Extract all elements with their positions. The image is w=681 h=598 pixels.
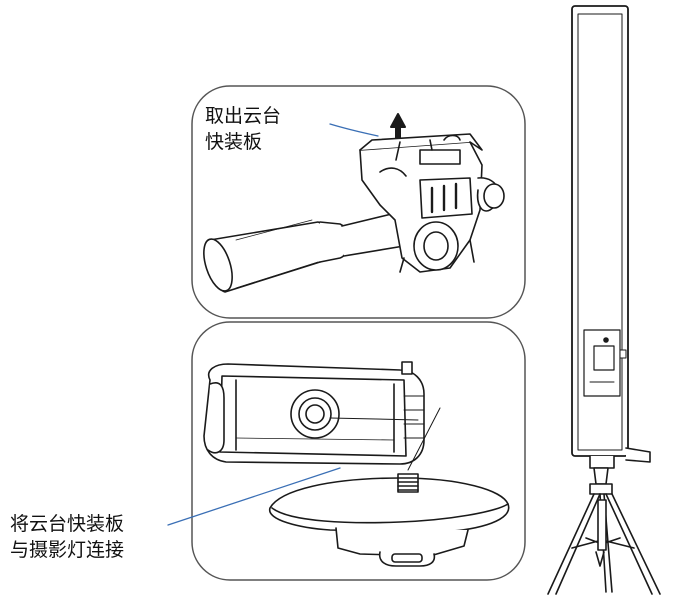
bottom-leader-line	[167, 467, 341, 526]
light-base	[203, 361, 425, 465]
callout-attach-plate: 将云台快装板 与摄影灯连接	[10, 511, 124, 563]
light-on-tripod	[547, 5, 661, 595]
callout-remove-plate: 取出云台 快装板	[205, 103, 281, 155]
callout-attach-plate-line2: 与摄影灯连接	[10, 539, 125, 561]
bottom-panel	[167, 321, 526, 581]
top-panel	[191, 85, 526, 319]
pan-head-body	[359, 133, 505, 273]
quick-release-plate	[269, 473, 510, 567]
callout-remove-plate-line1: 取出云台	[205, 105, 282, 127]
screw-guide-line	[329, 407, 441, 471]
callout-remove-plate-line2: 快装板	[205, 131, 263, 153]
tripod-legs	[547, 493, 661, 595]
callout-attach-plate-line1: 将云台快装板	[10, 513, 125, 535]
top-leader-line	[329, 123, 379, 137]
pan-handle	[203, 211, 405, 293]
